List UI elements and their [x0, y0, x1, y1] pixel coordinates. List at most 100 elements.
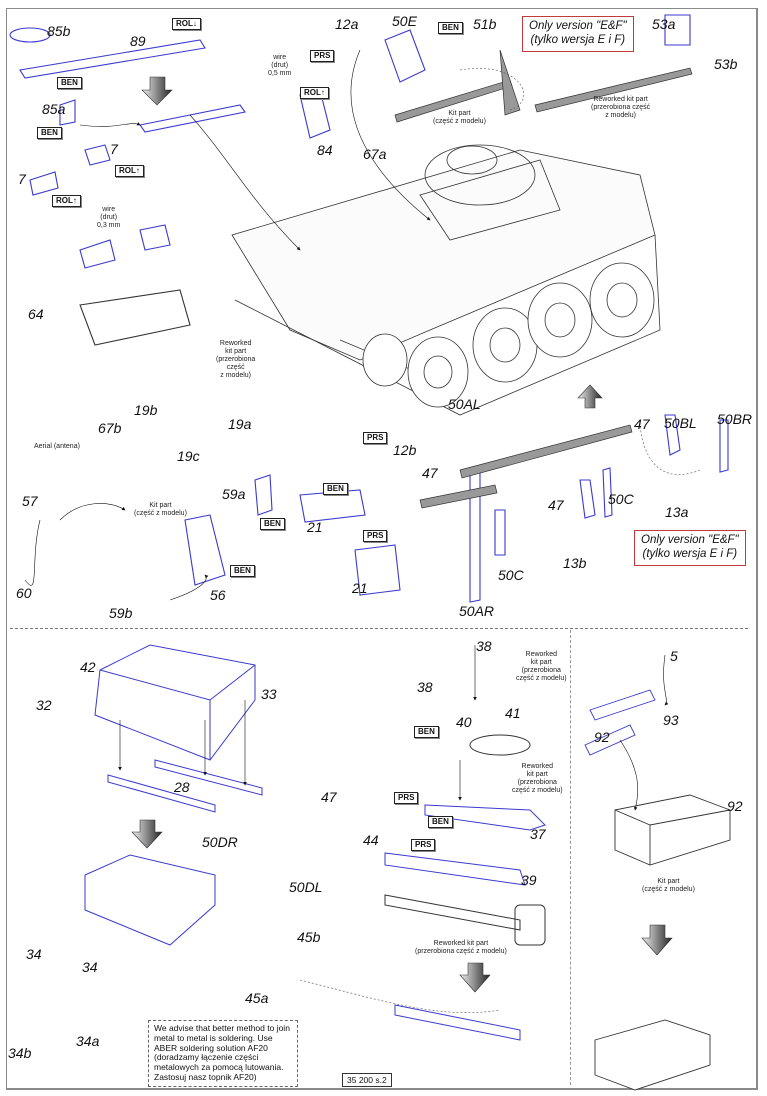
crate-drawing	[584, 689, 731, 1091]
part-label-50BL: 50BL	[664, 415, 697, 431]
note-reworked-box: Reworked kit part (przerobiona część z m…	[415, 940, 507, 956]
part-label-38-top: 38	[476, 638, 492, 654]
tag-rol-up-7b: ROL↑	[52, 195, 81, 207]
part-label-50E: 50E	[392, 13, 417, 29]
version-box-line2: (tylko wersja E i F)	[530, 33, 626, 46]
part-label-33: 33	[261, 686, 277, 702]
arrow-down-4	[641, 924, 673, 956]
part-label-42: 42	[80, 659, 96, 675]
part-label-50BR: 50BR	[717, 411, 753, 427]
direction-arrows	[131, 76, 673, 993]
part-label-44: 44	[363, 832, 379, 848]
note-wire-05mm: wire (drut) 0,5 mm	[268, 54, 292, 78]
part-label-50DR: 50DR	[202, 834, 238, 850]
page-number: 35 200 s.2	[342, 1073, 392, 1087]
part-label-85a: 85a	[42, 101, 66, 117]
tag-ben-59a: BEN	[260, 518, 285, 530]
tag-ben-85a: BEN	[37, 127, 62, 139]
part-label-34a: 34a	[76, 1033, 100, 1049]
tag-ben-21: BEN	[323, 483, 348, 495]
section-divider-vertical	[570, 630, 571, 1085]
part-label-51b: 51b	[473, 16, 497, 32]
kit-rods	[394, 49, 693, 509]
part-label-40: 40	[456, 714, 472, 730]
part-label-89: 89	[130, 33, 146, 49]
part-label-53b: 53b	[714, 56, 738, 72]
part-label-19c: 19c	[177, 448, 200, 464]
part-label-45a: 45a	[245, 990, 269, 1006]
part-label-21-upper: 21	[307, 519, 323, 535]
blue-parts	[9, 14, 729, 603]
note-kit-part-base: Kit part (część z modelu)	[134, 502, 187, 518]
part-label-50DL: 50DL	[289, 879, 323, 895]
tag-ben-37: BEN	[428, 816, 453, 828]
note-reworked-37: Reworked kit part (przerobiona część z m…	[512, 763, 563, 795]
note-reworked-38: Reworked kit part (przerobiona część z m…	[516, 651, 567, 683]
tag-prs-37: PRS	[394, 792, 419, 804]
part-label-67b: 67b	[98, 420, 122, 436]
part-label-12b: 12b	[393, 442, 417, 458]
part-label-92-left: 92	[594, 729, 610, 745]
instruction-sheet	[6, 8, 758, 1090]
part-label-47-d: 47	[321, 789, 337, 805]
part-label-47-a: 47	[422, 465, 438, 481]
part-label-59a: 59a	[222, 486, 246, 502]
part-label-45b: 45b	[297, 929, 321, 945]
part-label-92-right: 92	[727, 798, 743, 814]
part-label-19a: 19a	[228, 416, 252, 432]
part-label-47-c: 47	[548, 497, 564, 513]
version-box-top: Only version "E&F" (tylko wersja E i F)	[522, 16, 634, 52]
part-label-7-left: 7	[18, 171, 26, 187]
part-label-64: 64	[28, 306, 44, 322]
version-box-line2: (tylko wersja E i F)	[642, 547, 738, 560]
part-label-59b: 59b	[109, 605, 133, 621]
part-label-57: 57	[22, 493, 38, 509]
tag-rol-up-84: ROL↑	[300, 87, 329, 99]
part-label-38-left: 38	[417, 679, 433, 695]
tag-rol-up-7: ROL↑	[115, 165, 144, 177]
tag-prs-21: PRS	[363, 530, 388, 542]
tag-rol-down-89: ROL↓	[172, 18, 201, 30]
part-label-34-right: 34	[82, 959, 98, 975]
part-label-56: 56	[210, 587, 226, 603]
tag-ben-85b: BEN	[57, 77, 82, 89]
part-label-47-b: 47	[634, 416, 650, 432]
part-label-85b: 85b	[47, 23, 71, 39]
part-label-50C-lower: 50C	[498, 567, 524, 583]
soldering-advice-note: We advise that better method to join met…	[148, 1020, 298, 1087]
part-label-84: 84	[317, 142, 333, 158]
part-label-50C-right: 50C	[608, 491, 634, 507]
part-label-39: 39	[521, 872, 537, 888]
part-label-37: 37	[530, 826, 546, 842]
tag-ben-56: BEN	[230, 565, 255, 577]
part-label-41: 41	[505, 705, 521, 721]
part-label-21-lower: 21	[352, 580, 368, 596]
box-33-drawing	[84, 644, 263, 946]
arrow-down-3	[459, 962, 491, 993]
tray-37-39-drawing	[384, 734, 546, 1041]
section-divider-horizontal	[10, 628, 748, 629]
tag-prs-12b: PRS	[363, 432, 388, 444]
part-label-7-right: 7	[110, 141, 118, 157]
tag-prs-12a: PRS	[310, 50, 335, 62]
tag-prs-39: PRS	[411, 839, 436, 851]
part-label-34-left: 34	[26, 946, 42, 962]
part-label-53a: 53a	[652, 16, 676, 32]
arrow-up-1	[577, 384, 603, 409]
part-label-28: 28	[174, 779, 190, 795]
note-kit-part-hammer: Kit part (część z modelu)	[433, 110, 486, 126]
part-label-5: 5	[670, 648, 678, 664]
dashed-paths	[299, 68, 701, 1013]
part-label-60: 60	[16, 585, 32, 601]
note-reworked-19: Reworked kit part (przerobiona część z m…	[216, 340, 256, 380]
part-label-13b: 13b	[563, 555, 587, 571]
road-wheels	[362, 262, 655, 408]
part-label-12a: 12a	[335, 16, 359, 32]
part-label-93: 93	[663, 712, 679, 728]
note-kit-part-crate: Kit part (część z modelu)	[642, 878, 695, 894]
part-label-50AR: 50AR	[459, 603, 495, 619]
arrow-down-2	[131, 819, 163, 849]
version-box-line1: Only version "E&F"	[641, 534, 739, 546]
tag-ben-40: BEN	[414, 726, 439, 738]
